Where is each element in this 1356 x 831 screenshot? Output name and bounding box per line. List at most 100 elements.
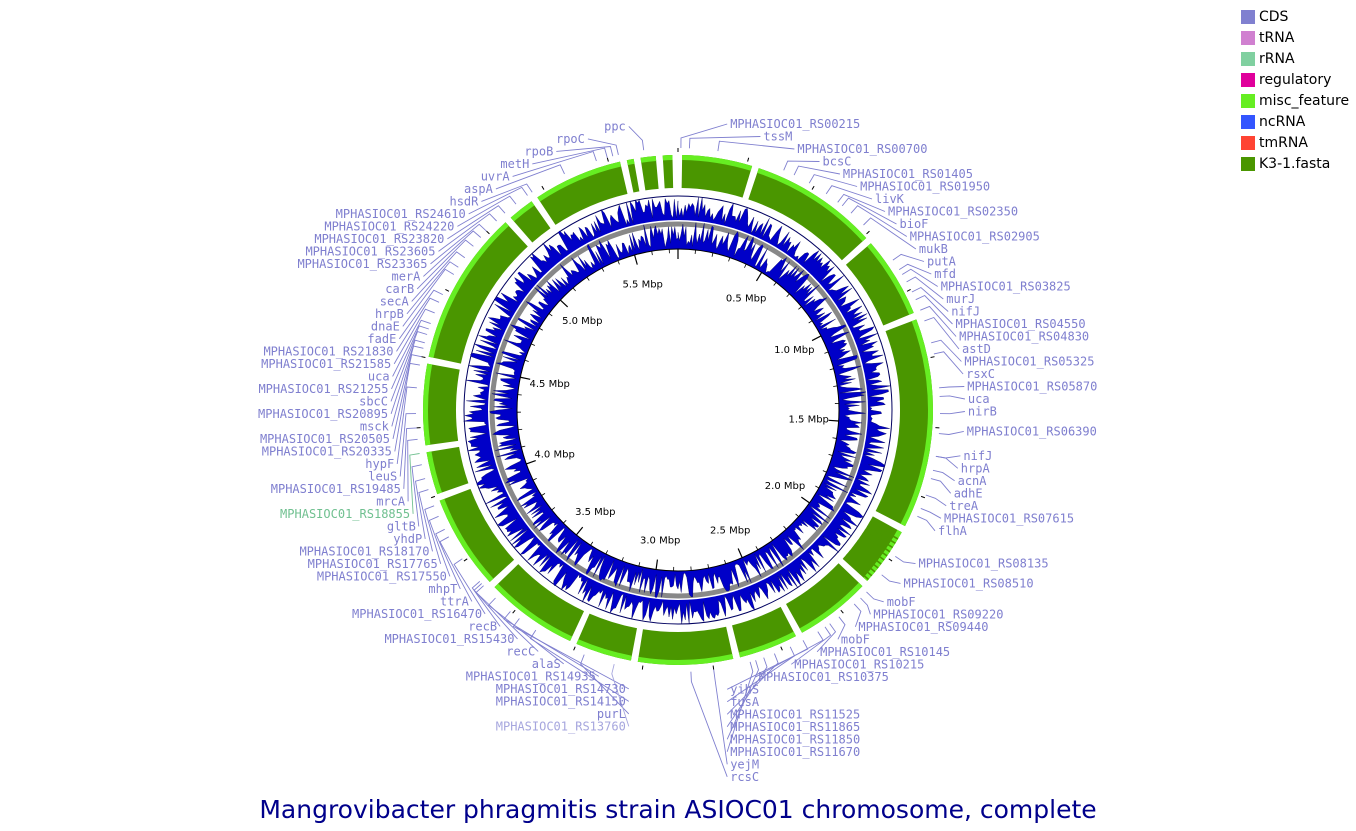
ring-block-edge	[626, 158, 635, 166]
scale-tick	[655, 559, 659, 570]
ring-block	[662, 155, 674, 189]
gene-leader-line	[411, 464, 422, 527]
gene-leader-line	[688, 136, 761, 149]
gene-leader-line	[391, 325, 429, 390]
legend-item: tRNA	[1241, 27, 1349, 48]
gene-label: MPHASIOC01_RS09440	[858, 620, 988, 634]
gene-label: MPHASIOC01_RS06390	[967, 424, 1097, 438]
gene-label: hsdR	[449, 194, 479, 208]
gene-label: mukB	[919, 242, 948, 256]
gene-label: hrpA	[961, 461, 991, 475]
scale-tick	[811, 335, 822, 342]
gene-label: MPHASIOC01_RS21830	[263, 344, 393, 358]
gene-label: MPHASIOC01_RS19485	[271, 482, 401, 496]
gc-content-ring	[463, 195, 893, 625]
scale-tick	[744, 263, 747, 268]
scale-tick	[822, 470, 827, 473]
gene-label: MPHASIOC01_RS23605	[305, 244, 435, 258]
gene-label: yihS	[730, 682, 759, 696]
gene-leader-line	[430, 223, 487, 265]
scale-label: 3.0 Mbp	[640, 535, 680, 546]
ring-block-edge	[799, 582, 863, 633]
scale-tick	[539, 327, 543, 331]
legend-swatch	[1241, 9, 1255, 24]
gene-label: MPHASIOC01_RS23365	[297, 257, 427, 271]
ring-block	[439, 488, 515, 583]
gene-leader-line	[416, 239, 474, 290]
ring-block-edge	[757, 168, 867, 242]
gene-leader-line	[726, 657, 768, 728]
scale-tick	[551, 507, 556, 511]
gc-baseline-outer	[463, 195, 893, 625]
outer-tick	[463, 558, 468, 562]
gene-leader-line	[925, 494, 947, 507]
gene-label: MPHASIOC01_RS02905	[910, 230, 1040, 244]
gene-label: MPHASIOC01_RS08510	[904, 576, 1034, 590]
gene-leader-line	[392, 354, 422, 439]
gene-leader-line	[726, 646, 796, 703]
gene-label: MPHASIOC01_RS11850	[730, 732, 860, 746]
scale-tick	[824, 351, 829, 354]
legend-item: tmRNA	[1241, 132, 1349, 153]
scale-tick	[524, 359, 529, 362]
gene-label: MPHASIOC01_RS21255	[258, 382, 388, 396]
gene-label: mobF	[841, 632, 870, 646]
gene-label: rcsC	[730, 770, 759, 784]
legend-item: regulatory	[1241, 69, 1349, 90]
gene-label: MPHASIOC01_RS04550	[956, 317, 1086, 331]
gene-leader-line	[726, 661, 754, 752]
gene-leader-line	[390, 331, 428, 402]
gene-label: livK	[875, 192, 905, 206]
gene-leader-line	[418, 489, 433, 552]
ring-fragment	[851, 546, 879, 569]
scale-tick	[526, 460, 536, 465]
ring-block	[786, 563, 863, 633]
gene-label: nirB	[968, 405, 997, 419]
gene-label: flhA	[938, 524, 968, 538]
gene-label: MPHASIOC01_RS10215	[794, 657, 924, 671]
gene-label: uvrA	[481, 169, 511, 183]
legend-swatch	[1241, 93, 1255, 108]
scale-label: 1.0 Mbp	[774, 345, 814, 356]
ring-fragment	[843, 557, 870, 581]
gene-label: ppc	[604, 119, 626, 133]
ring-fragment	[864, 529, 894, 549]
gene-leader-line	[580, 654, 630, 715]
scale-tick	[801, 496, 810, 504]
gene-label: mobF	[887, 595, 916, 609]
gene-leader-line	[863, 217, 917, 250]
ring-block	[875, 319, 933, 527]
gene-label: mrcA	[376, 494, 406, 508]
outer-tick	[430, 495, 436, 499]
gene-label: yejM	[730, 757, 759, 771]
scale-tick	[737, 548, 743, 558]
gene-label: sbcC	[359, 394, 388, 408]
legend-swatch	[1241, 114, 1255, 129]
gene-leader-line	[881, 574, 901, 584]
ring-block-edge	[423, 363, 433, 446]
ring-block-edge	[867, 243, 914, 315]
scale-circle	[516, 248, 840, 572]
gene-label: tssM	[763, 130, 792, 144]
gene-leader-line	[471, 581, 501, 627]
gene-label: rpoC	[556, 132, 585, 146]
scale-tick	[711, 252, 714, 257]
gene-leader-line	[439, 536, 473, 602]
outer-tick	[920, 495, 926, 499]
gene-leader-line	[475, 585, 539, 652]
ring-fragment	[854, 543, 882, 565]
gene-leader-line	[406, 261, 459, 315]
gene-label: recB	[468, 619, 497, 633]
gene-leader-line	[690, 671, 728, 777]
gene-leader-line	[939, 395, 965, 400]
gene-label: ttrA	[440, 594, 470, 608]
gene-label: mfd	[934, 267, 956, 281]
scale-tick	[586, 276, 590, 281]
outer-tick	[906, 289, 911, 292]
outer-tick	[866, 230, 870, 235]
gene-leader-line	[396, 386, 417, 464]
legend-swatch	[1241, 72, 1255, 87]
scale-tick	[808, 320, 813, 324]
gene-leader-line	[906, 276, 944, 300]
gene-label: uca	[368, 369, 390, 383]
